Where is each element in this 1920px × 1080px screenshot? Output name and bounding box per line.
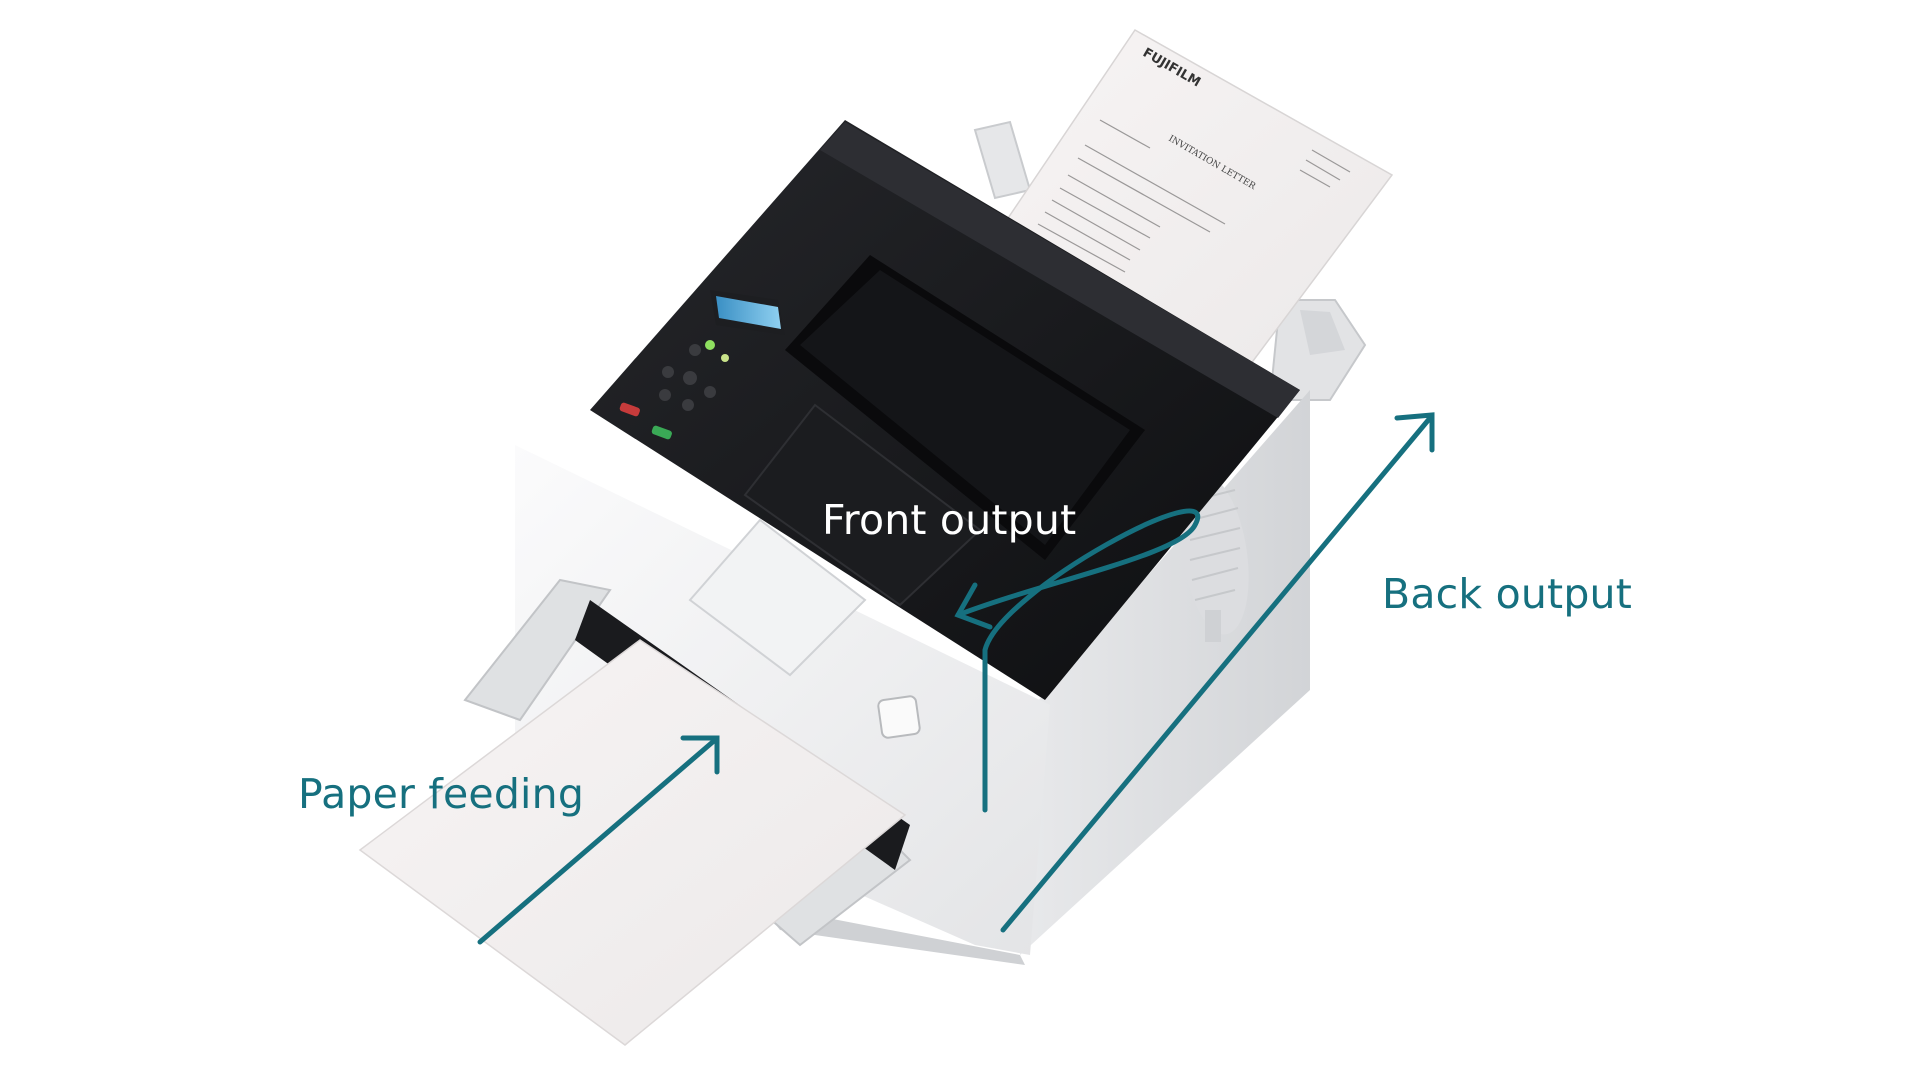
- arrow-paper-feeding: [477, 735, 720, 945]
- panel-led-green: [705, 340, 715, 350]
- front-output-label: Front output: [822, 496, 1077, 544]
- panel-button-ok[interactable]: [683, 371, 697, 385]
- panel-button-menu[interactable]: [689, 344, 701, 356]
- printer-body: [515, 120, 1310, 965]
- power-button[interactable]: [877, 695, 921, 739]
- control-panel: [619, 290, 785, 440]
- arrow-front-output: [954, 508, 1201, 813]
- arrow-back-output: [1000, 412, 1435, 933]
- panel-button-cancel[interactable]: [619, 402, 641, 417]
- back-output-label: Back output: [1382, 570, 1633, 618]
- panel-button-back[interactable]: [662, 366, 674, 378]
- paper-feeding-label: Paper feeding: [298, 770, 585, 818]
- panel-button-go[interactable]: [651, 425, 673, 440]
- feed-paper: [358, 639, 907, 1046]
- lcd-screen: [716, 296, 781, 329]
